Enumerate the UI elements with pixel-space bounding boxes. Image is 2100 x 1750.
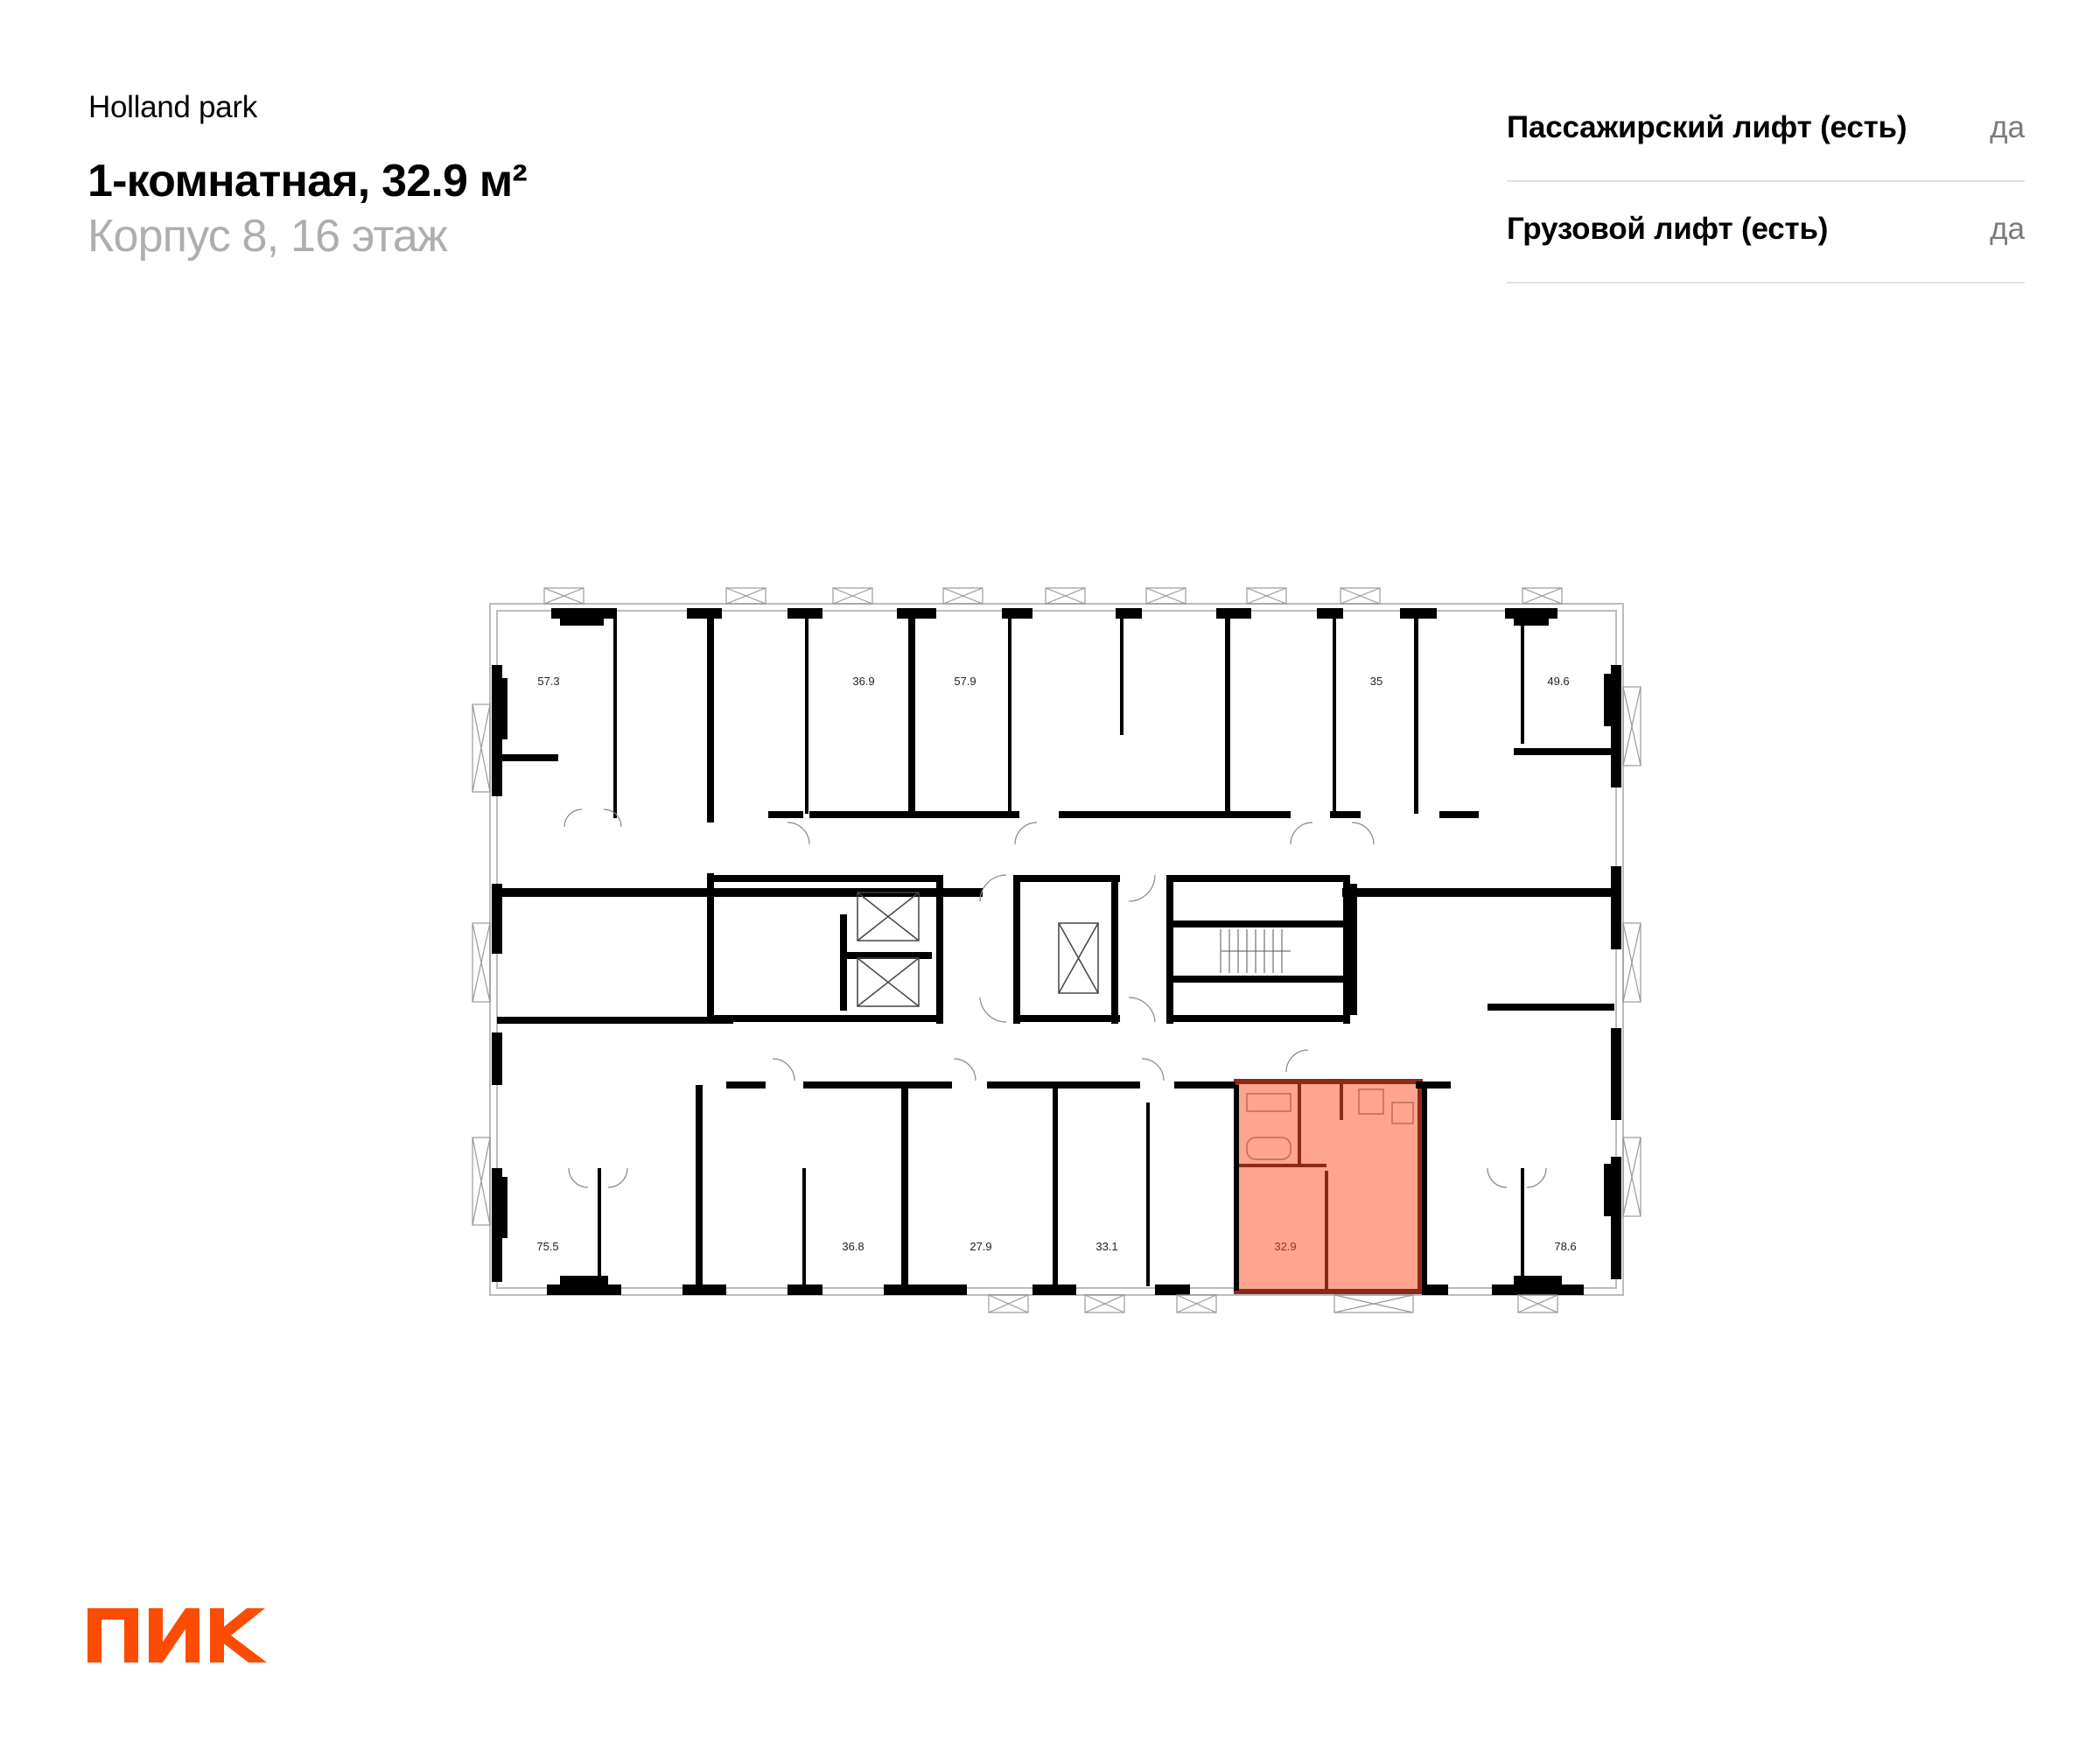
unit-area-label[interactable]: 57.9 xyxy=(954,675,976,688)
property-passenger-lift: Пассажирский лифт (есть) да xyxy=(1507,80,2025,182)
property-label: Грузовой лифт (есть) xyxy=(1507,212,1829,246)
stairwell xyxy=(1220,929,1291,973)
property-freight-lift: Грузовой лифт (есть) да xyxy=(1507,182,2025,284)
walls xyxy=(492,608,1621,1295)
unit-area-label[interactable]: 27.9 xyxy=(970,1240,991,1253)
unit-area-label[interactable]: 35 xyxy=(1370,675,1382,688)
property-value: да xyxy=(1990,110,2025,144)
window-markers xyxy=(472,587,1642,1313)
properties-list: Пассажирский лифт (есть) да Грузовой лиф… xyxy=(1507,80,2025,284)
selected-unit-area-label[interactable]: 32.9 xyxy=(1274,1240,1296,1253)
unit-area-label[interactable]: 49.6 xyxy=(1547,675,1569,688)
lift-shafts xyxy=(857,892,1099,1007)
selected-unit[interactable] xyxy=(1234,1079,1423,1294)
unit-area-label[interactable]: 36.8 xyxy=(842,1240,864,1253)
unit-area-label[interactable]: 36.9 xyxy=(852,675,874,688)
door-swings xyxy=(564,808,1547,1188)
unit-area-label[interactable]: 57.3 xyxy=(537,675,559,688)
unit-area-label[interactable]: 78.6 xyxy=(1554,1240,1576,1253)
property-value: да xyxy=(1990,212,2025,246)
project-name: Holland park xyxy=(88,90,257,124)
pik-logo xyxy=(88,1608,267,1662)
unit-labels: 57.3 36.9 57.9 35 49.6 75.5 36.8 27.9 33… xyxy=(536,675,1576,1253)
apartment-title: 1-комнатная, 32.9 м² xyxy=(88,156,528,206)
unit-area-label[interactable]: 75.5 xyxy=(536,1240,558,1253)
building-floor: Корпус 8, 16 этаж xyxy=(88,211,448,262)
property-label: Пассажирский лифт (есть) xyxy=(1507,110,1908,144)
unit-area-label[interactable]: 33.1 xyxy=(1096,1240,1117,1253)
